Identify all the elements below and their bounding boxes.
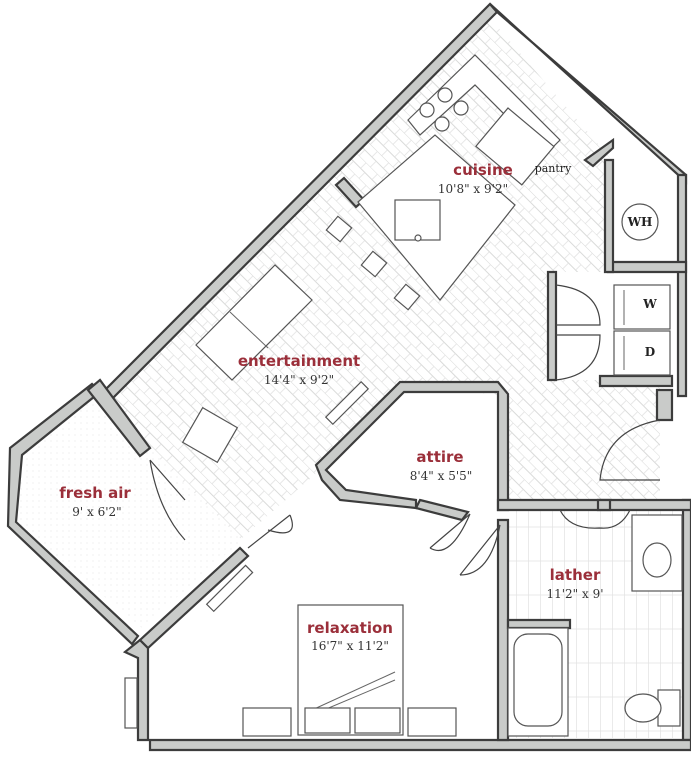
stove (419, 87, 469, 132)
tv-console (324, 380, 370, 426)
wall-attire-lower (414, 498, 470, 522)
bed-pillow-left (304, 707, 351, 734)
attire-dim: 8'4" x 5'5" (410, 469, 473, 483)
balcony-door (149, 459, 186, 541)
entry-door (599, 419, 661, 481)
sofa (195, 264, 313, 381)
attire-door (429, 513, 471, 552)
entertainment-name: entertainment (238, 352, 360, 370)
bedroom-window (124, 677, 138, 729)
toilet-bowl (624, 693, 662, 723)
lather-name: lather (550, 566, 601, 584)
dryer (613, 330, 671, 376)
relaxation-dim: 16'7" x 11'2" (311, 639, 389, 653)
lather-dim: 11'2" x 9' (546, 587, 603, 601)
washer-label: W (642, 297, 657, 311)
wall-pantry (583, 137, 615, 168)
relaxation-name: relaxation (307, 619, 393, 637)
kitchen-fixtures (325, 54, 561, 311)
wall-east-lower (655, 388, 674, 422)
nightstand-left (242, 707, 292, 737)
bed-pillow-right (354, 707, 401, 734)
entertainment-dim: 14'4" x 9'2" (264, 373, 334, 387)
bedroom-door (247, 514, 293, 549)
wall-east (676, 173, 688, 398)
fresh-air-name: fresh air (59, 484, 131, 502)
wall-bath-top (496, 498, 691, 512)
wood-floor (110, 18, 660, 540)
wall-laundry-bottom (598, 374, 674, 388)
wall-entry-stub (596, 498, 612, 512)
laundry-door-2 (555, 334, 601, 381)
bath-door (459, 524, 501, 576)
utility-fixtures (613, 203, 671, 376)
bar-stools (325, 215, 421, 311)
wall-wh-left (603, 158, 615, 274)
bath-door-2 (559, 509, 631, 529)
nightstand-right (407, 707, 457, 737)
dryer-label: D (645, 345, 655, 359)
pantry-label: pantry (535, 162, 572, 175)
kitchen-sink (394, 199, 441, 241)
doors (149, 284, 661, 576)
wall-attire (314, 380, 510, 512)
balcony-divider (86, 378, 152, 458)
living-fixtures (181, 264, 370, 464)
wall-bath-left (496, 518, 510, 742)
fridge (475, 107, 555, 186)
washer (613, 284, 671, 330)
wh-label: WH (627, 215, 653, 229)
armchair (181, 406, 239, 464)
vanity-sink (642, 542, 672, 578)
bath-fixtures (507, 514, 683, 737)
bathtub-inner (513, 633, 563, 727)
laundry-door-1 (555, 284, 601, 326)
walls (6, 2, 691, 752)
wall-laundry-left (546, 270, 558, 382)
wall-bedroom-diagonal (138, 546, 250, 650)
bedroom-dresser (205, 564, 254, 613)
cuisine-dim: 10'8" x 9'2" (438, 182, 508, 196)
cuisine-name: cuisine (453, 161, 513, 179)
balcony-floor (12, 392, 242, 628)
wall-bath-tub (506, 618, 572, 630)
labels: cuisine 10'8" x 9'2" pantry WH W D enter… (59, 161, 657, 653)
attire-name: attire (416, 448, 463, 466)
wall-east-bath (681, 498, 691, 742)
sink-faucet (414, 234, 422, 242)
fresh-air-dim: 9' x 6'2" (72, 505, 121, 519)
water-heater (621, 203, 659, 241)
bedroom-fixtures (124, 564, 457, 737)
wall-laundry-top (606, 260, 688, 274)
wall-south (148, 738, 691, 752)
